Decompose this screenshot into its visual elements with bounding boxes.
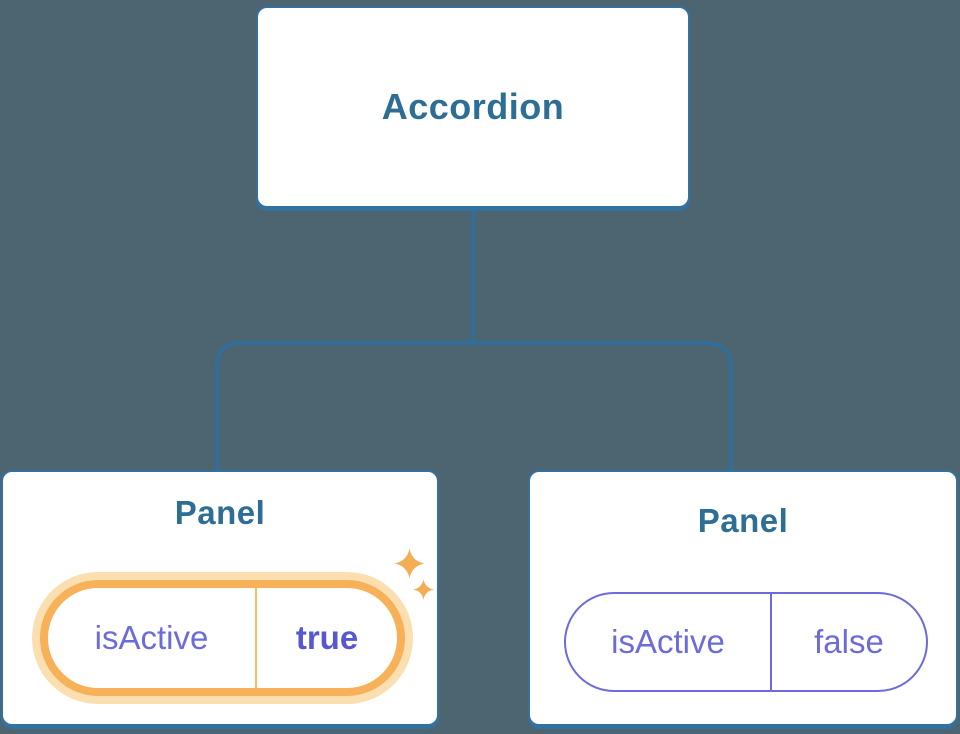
prop-value: true: [295, 619, 359, 656]
panel-node-label: Panel: [697, 502, 789, 539]
prop-pill-inactive: isActive false: [564, 592, 928, 692]
sparkle-large-icon: [394, 548, 425, 579]
prop-pill-active: isActive true: [40, 580, 405, 696]
accordion-node-label: Accordion: [381, 86, 565, 127]
panel-node-inactive: Panel isActive false: [528, 470, 958, 726]
panel-node-active: Panel isActive true: [1, 470, 439, 726]
panel-node-label: Panel: [174, 494, 266, 531]
sparkle-small-icon: [413, 579, 434, 600]
accordion-node: Accordion: [256, 6, 690, 208]
prop-name: isActive: [566, 594, 772, 690]
prop-value: false: [814, 623, 884, 660]
prop-name: isActive: [48, 588, 257, 688]
